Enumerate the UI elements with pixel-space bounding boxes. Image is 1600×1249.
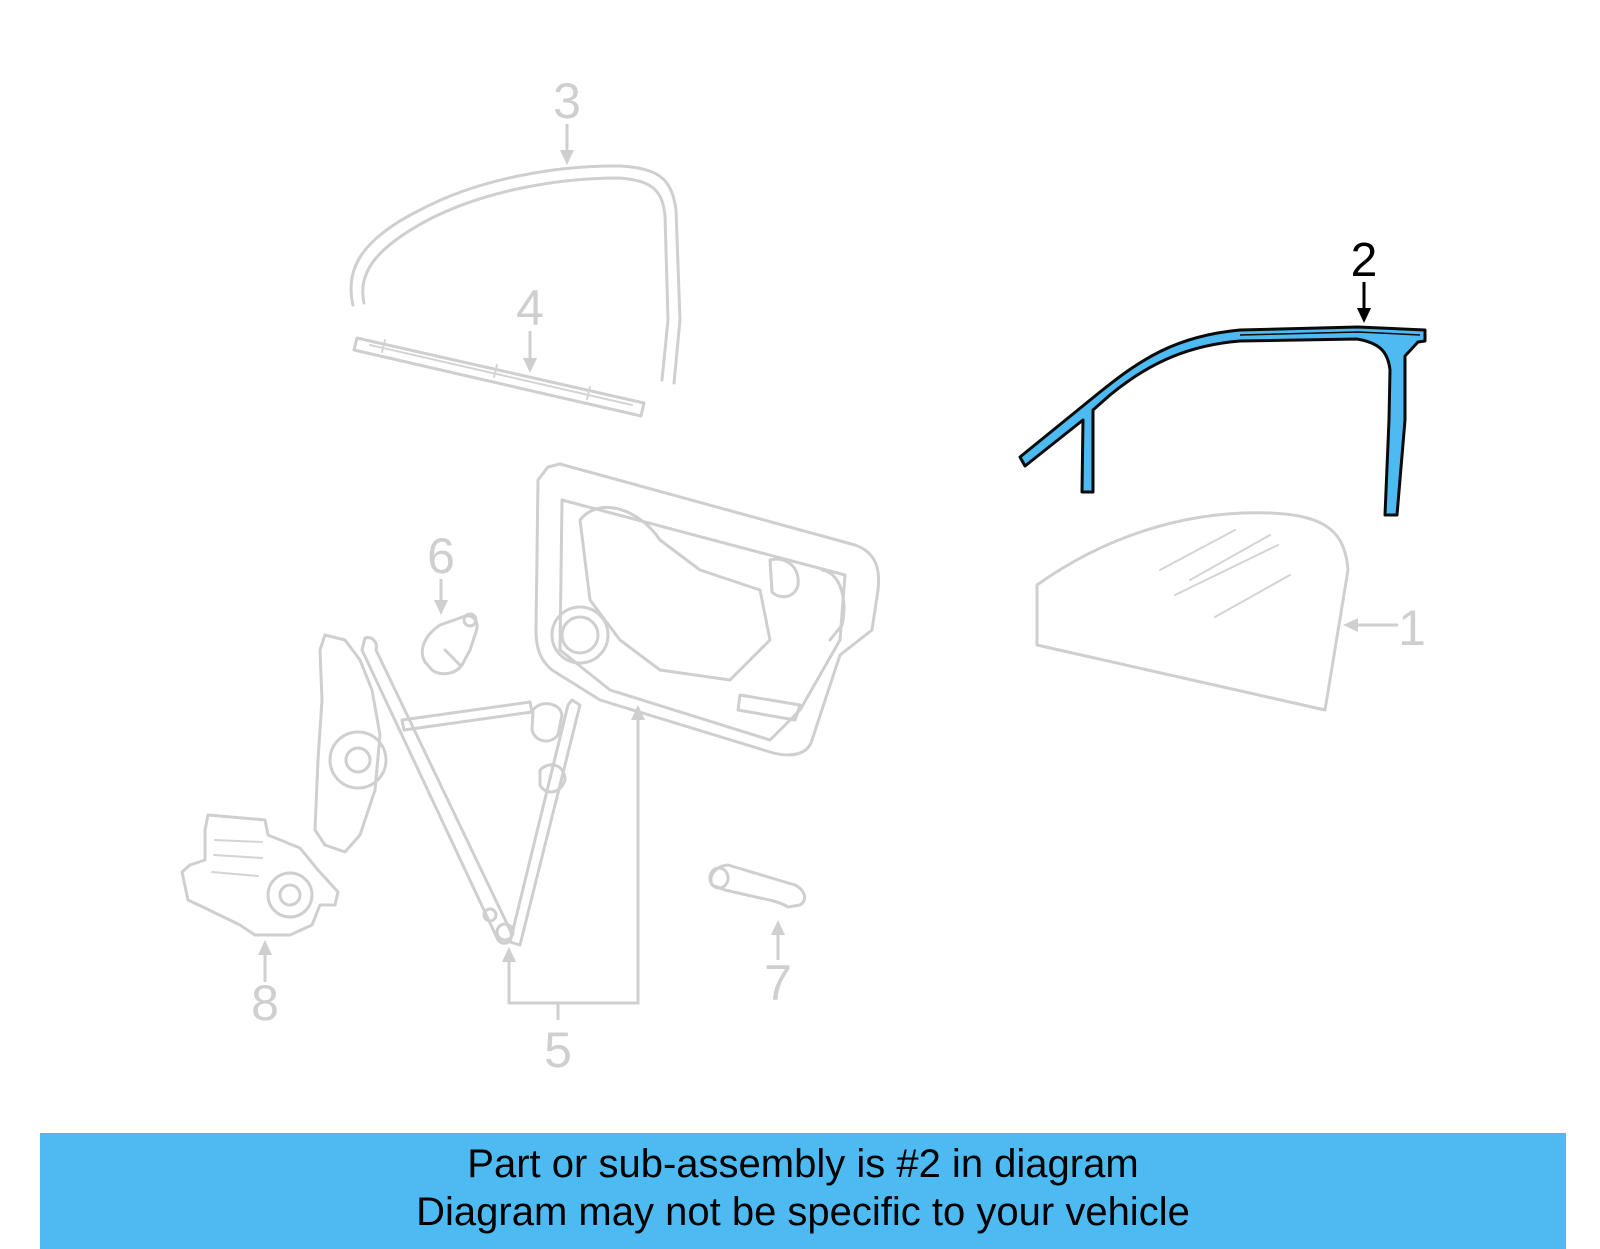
- callout-6: 6: [427, 528, 455, 615]
- callout-5: 5: [502, 705, 645, 1078]
- svg-text:2: 2: [1351, 234, 1378, 287]
- part-6-bracket: [420, 612, 479, 676]
- svg-text:1: 1: [1398, 600, 1426, 656]
- part-7-handle: [708, 863, 807, 909]
- part-5-door-module: [534, 462, 881, 757]
- notice-banner: Part or sub-assembly is #2 in diagram Di…: [40, 1133, 1566, 1249]
- callout-7: 7: [764, 920, 792, 1011]
- part-4-belt-molding: [352, 336, 646, 418]
- part-3-frame-seal: [349, 164, 682, 385]
- svg-text:3: 3: [553, 73, 581, 129]
- callout-3: 3: [553, 73, 581, 165]
- part-1-door-glass: [1035, 511, 1350, 712]
- callout-2: 2: [1351, 234, 1378, 323]
- svg-text:6: 6: [427, 528, 455, 584]
- banner-line-disclaimer: Diagram may not be specific to your vehi…: [416, 1190, 1190, 1234]
- callout-8: 8: [251, 940, 279, 1031]
- callout-4: 4: [516, 280, 544, 373]
- part-5-window-regulator: [313, 633, 582, 947]
- svg-text:8: 8: [251, 975, 279, 1031]
- svg-text:5: 5: [544, 1022, 572, 1078]
- banner-line-part-number: Part or sub-assembly is #2 in diagram: [467, 1142, 1139, 1186]
- part-2-highlighted-weatherstrip: [1018, 325, 1427, 517]
- svg-text:7: 7: [764, 955, 792, 1011]
- part-8-window-motor: [180, 813, 340, 937]
- svg-text:4: 4: [516, 280, 544, 336]
- callout-1: 1: [1343, 600, 1426, 656]
